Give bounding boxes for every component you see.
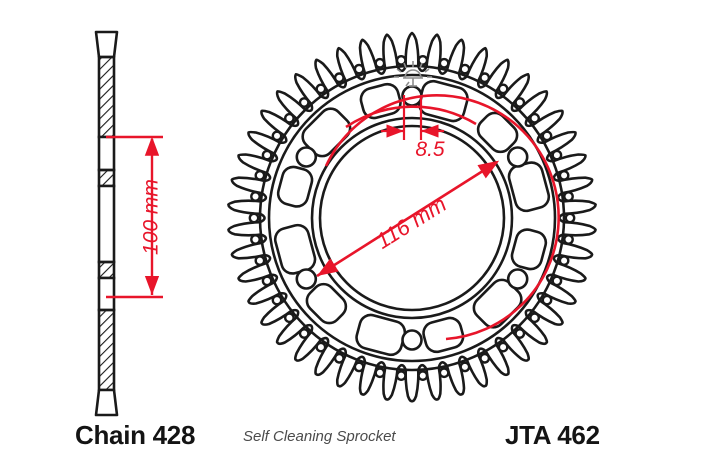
mounting-hole — [295, 268, 318, 290]
side-view-mid-web — [97, 135, 116, 172]
self-cleaning-relief-hole — [497, 341, 509, 353]
self-cleaning-relief-hole — [551, 149, 563, 161]
cutout-outline — [359, 82, 402, 120]
chain-size-label: Chain 428 — [75, 420, 196, 450]
mounting-hole — [401, 329, 423, 351]
self-cleaning-relief-hole — [283, 312, 295, 324]
side-cross-section-view — [94, 30, 119, 417]
bolt-circle-arc-top — [345, 105, 477, 129]
mounting-hole — [295, 146, 318, 168]
self-cleaning-relief-hole — [333, 352, 345, 364]
dimension-outer-diameter-100mm: 100 mm — [106, 135, 163, 299]
lightening-cutout — [422, 316, 465, 354]
self-cleaning-relief-hole — [315, 341, 327, 353]
self-cleaning-relief-hole — [529, 312, 540, 324]
self-cleaning-relief-hole — [438, 367, 450, 379]
tooth-root-circle — [258, 64, 566, 372]
self-cleaning-relief-hole — [271, 130, 283, 142]
dim-116-leader — [316, 160, 500, 278]
cutout-outline — [305, 282, 348, 325]
sprocket-teeth-ring — [227, 31, 597, 403]
lightening-cutout — [273, 223, 317, 275]
side-view-top-hatched-body — [97, 55, 116, 139]
dim-100-label: 100 mm — [140, 179, 163, 255]
self-cleaning-relief-hole — [353, 361, 365, 373]
cutout-outline — [507, 161, 551, 213]
self-cleaning-relief-hole — [250, 191, 261, 202]
self-cleaning-relief-hole — [374, 367, 386, 379]
cutout-outline — [510, 228, 548, 271]
side-view-lower-web — [97, 276, 116, 312]
self-cleaning-relief-hole — [315, 83, 327, 95]
sprocket-front-view — [227, 31, 597, 403]
mounting-hole — [506, 268, 529, 290]
side-view-bottom-hatched-body — [97, 308, 116, 392]
self-cleaning-relief-hole — [564, 212, 576, 224]
lightening-cutout — [359, 82, 402, 120]
self-cleaning-relief-hole — [254, 169, 266, 181]
side-view-lower-rib — [97, 260, 116, 280]
self-cleaning-relief-hole — [261, 275, 273, 287]
side-view-center-plate — [97, 184, 116, 264]
self-cleaning-relief-hole — [298, 97, 310, 108]
self-cleaning-relief-hole — [417, 55, 429, 66]
side-view-bottom-tooth-tip — [94, 388, 119, 417]
rim-inner-circle — [267, 73, 557, 363]
self-cleaning-relief-hole — [248, 212, 260, 224]
self-cleaning-relief-hole — [551, 275, 563, 287]
self-cleaning-relief-hole — [283, 112, 295, 124]
self-cleaning-relief-hole — [395, 55, 407, 66]
self-cleaning-relief-hole — [529, 112, 540, 124]
self-cleaning-relief-hole — [459, 63, 471, 75]
self-cleaning-relief-hole — [558, 169, 570, 181]
cutout-outline — [355, 313, 407, 357]
cutout-outline — [476, 111, 519, 154]
part-number-label: JTA 462 — [505, 420, 600, 450]
dimension-hole-diameter-8-5: 8.5 — [381, 95, 445, 161]
self-cleaning-relief-hole — [298, 328, 310, 339]
tagline-label: Self Cleaning Sprocket — [243, 428, 396, 445]
lightening-cutout — [355, 313, 407, 357]
side-view-top-tooth-tip — [94, 30, 119, 59]
self-cleaning-relief-hole — [563, 234, 574, 245]
self-cleaning-relief-hole — [254, 255, 266, 266]
lightening-cutout — [276, 165, 314, 208]
self-cleaning-relief-hole — [479, 352, 491, 364]
caption-row: Chain 428 Self Cleaning Sprocket JTA 462 — [0, 420, 705, 469]
cutout-outline — [276, 165, 314, 208]
side-view-upper-rib — [97, 168, 116, 188]
dim-85-label: 8.5 — [415, 138, 445, 161]
lightening-cutout — [476, 111, 519, 154]
self-cleaning-relief-hole — [438, 57, 450, 69]
self-cleaning-relief-hole — [497, 83, 509, 95]
self-cleaning-relief-hole — [514, 97, 526, 108]
lightening-cutout — [507, 161, 551, 213]
lightening-cutout — [510, 228, 548, 271]
self-cleaning-relief-hole — [514, 328, 526, 339]
self-cleaning-relief-hole — [333, 72, 345, 84]
tooth-profile-path — [227, 31, 597, 403]
self-cleaning-relief-hole — [250, 234, 261, 245]
self-cleaning-relief-hole — [541, 130, 553, 142]
mounting-hole — [506, 146, 529, 168]
hub-outer-circle — [310, 116, 514, 320]
self-cleaning-relief-hole — [261, 149, 273, 161]
self-cleaning-relief-hole — [374, 57, 386, 69]
self-cleaning-relief-hole — [353, 63, 365, 75]
self-cleaning-relief-hole — [395, 370, 407, 381]
self-cleaning-relief-hole — [417, 370, 429, 381]
self-cleaning-relief-hole — [541, 294, 553, 306]
dim-116-label: 116 mm — [371, 191, 450, 253]
self-cleaning-relief-hole — [479, 72, 491, 84]
self-cleaning-relief-hole — [563, 191, 574, 202]
cutout-outline — [422, 316, 465, 354]
sunburst-datum-icon — [394, 61, 432, 87]
self-cleaning-relief-hole — [459, 361, 471, 373]
self-cleaning-relief-hole — [558, 255, 570, 266]
lightening-cutout — [305, 282, 348, 325]
cutout-outline — [273, 223, 317, 275]
self-cleaning-relief-hole — [271, 294, 283, 306]
bolt-circle-arc — [324, 94, 560, 341]
